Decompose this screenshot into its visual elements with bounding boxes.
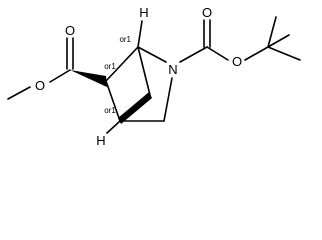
bond-boc-carbonyl-oxygen <box>206 46 229 61</box>
atom-ester-oxygen-double: O <box>65 23 75 38</box>
bond-n-c3 <box>163 77 173 122</box>
bold-bond-c7-c5 <box>118 92 152 124</box>
atom-hydrogen-bottom: H <box>96 133 105 148</box>
bond-c1-h <box>137 20 143 48</box>
atom-boc-oxygen-double: O <box>202 5 212 20</box>
stereo-label-layer: or1 or1 or1 <box>104 35 131 115</box>
bond-c1-n <box>137 46 167 63</box>
atom-boc-oxygen-single: O <box>232 54 242 69</box>
bond-c6-c5 <box>105 80 121 122</box>
bond-tbu-methyl-right <box>267 46 301 61</box>
bond-tbu-methyl-up <box>267 16 277 48</box>
atom-nitrogen: N <box>168 62 177 77</box>
bond-oxygen-tbu <box>244 46 269 61</box>
wedge-bond-c6-ester <box>70 70 107 87</box>
atom-hydrogen-top: H <box>139 5 148 20</box>
bond-tbu-methyl-top <box>267 34 290 48</box>
stereo-label-c5: or1 <box>104 106 116 115</box>
bond-layer <box>7 16 301 134</box>
bond-c1-c7 <box>137 46 151 96</box>
stereo-label-c1: or1 <box>119 35 131 44</box>
stereo-label-c6: or1 <box>104 62 116 71</box>
bond-oxygen-carbonyl <box>49 69 71 83</box>
molecule-structure: O O O O N H H or1 or1 or1 <box>7 5 301 148</box>
atom-ester-oxygen-single: O <box>35 78 45 93</box>
bond-c5-h <box>106 120 121 134</box>
bond-c6-c1 <box>105 46 139 82</box>
bond-methyl-oxygen <box>7 86 31 100</box>
atom-label-layer: O O O O N H H <box>35 5 242 148</box>
bond-n-boc-carbonyl <box>179 46 208 63</box>
